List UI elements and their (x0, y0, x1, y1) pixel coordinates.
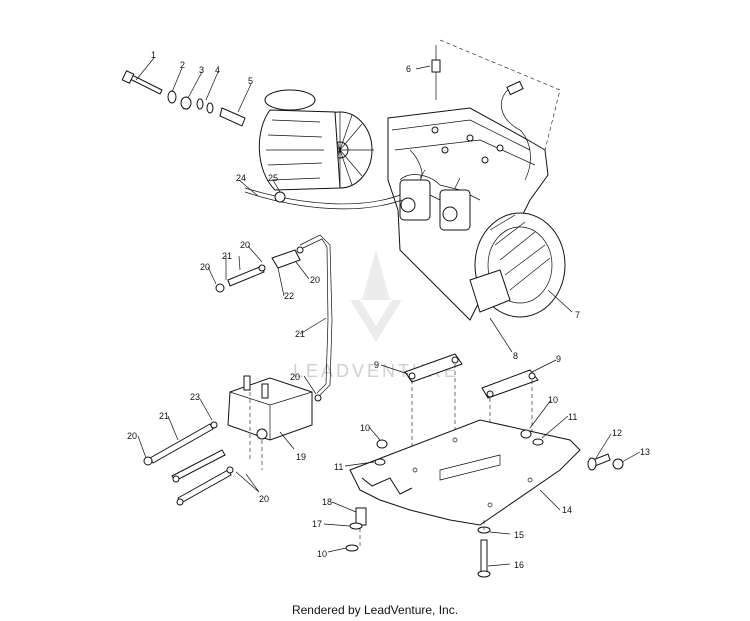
callout-8: 8 (513, 351, 518, 361)
drive-clutch (258, 89, 374, 191)
callout-1: 1 (151, 50, 156, 60)
callout-20e: 20 (200, 262, 210, 272)
callout-20a: 20 (127, 431, 137, 441)
callout-20c: 20 (290, 372, 300, 382)
callout-21a: 21 (159, 411, 169, 421)
callout-10b: 10 (548, 395, 558, 405)
clutch-bolt-stack (121, 70, 246, 127)
callout-labels: 1 2 3 4 5 6 7 8 9 9 10 10 10 11 11 12 13… (127, 50, 650, 570)
callout-20f: 20 (240, 240, 250, 250)
engine-assembly (387, 39, 566, 321)
callout-10c: 10 (317, 549, 327, 559)
callout-22: 22 (284, 291, 294, 301)
skid-plate (349, 419, 581, 526)
callout-5: 5 (248, 76, 253, 86)
callout-7: 7 (575, 310, 580, 320)
callout-21c: 21 (222, 251, 232, 261)
callout-19: 19 (296, 452, 306, 462)
callout-20b: 20 (259, 494, 269, 504)
fuel-pump (143, 375, 313, 506)
callout-4: 4 (215, 65, 220, 75)
fuel-lines (215, 187, 403, 402)
callout-6: 6 (406, 64, 411, 74)
callout-20d: 20 (310, 275, 320, 285)
callout-25: 25 (268, 173, 278, 183)
callout-11a: 11 (334, 462, 343, 472)
engine-mounts (404, 353, 539, 500)
callout-13: 13 (640, 447, 650, 457)
callout-18: 18 (322, 497, 332, 507)
callout-12: 12 (612, 428, 622, 438)
callout-9a: 9 (374, 360, 379, 370)
callout-24: 24 (236, 173, 246, 183)
callout-10a: 10 (360, 423, 370, 433)
callout-11b: 11 (568, 412, 577, 422)
callout-15: 15 (514, 530, 524, 540)
callout-21b: 21 (295, 329, 305, 339)
callout-2: 2 (180, 60, 185, 70)
callout-16: 16 (514, 560, 524, 570)
callout-14: 14 (562, 505, 572, 515)
callout-9b: 9 (556, 354, 561, 364)
footer-credit: Rendered by LeadVenture, Inc. (291, 603, 459, 617)
callout-17: 17 (312, 519, 322, 529)
callout-23: 23 (190, 392, 200, 402)
leader-lines (135, 57, 641, 567)
callout-3: 3 (199, 65, 204, 75)
